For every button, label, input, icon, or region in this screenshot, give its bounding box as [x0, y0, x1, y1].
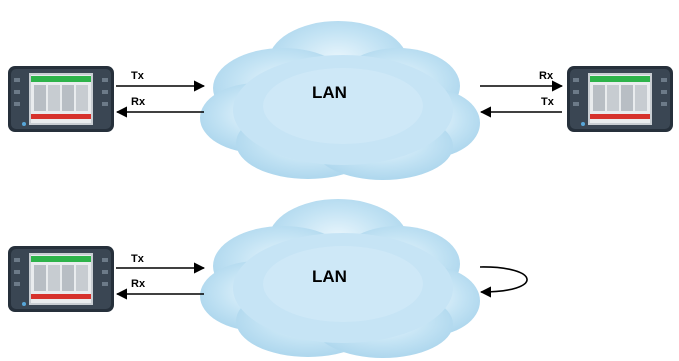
diagram-bottom: LAN Tx Rx — [8, 199, 528, 358]
rx-label-right: Rx — [539, 70, 554, 82]
rx-label-left: Rx — [131, 96, 146, 108]
cloud-label-lan: LAN — [312, 267, 347, 286]
tester-device-left — [8, 246, 114, 312]
tx-label-left: Tx — [131, 253, 145, 265]
tx-label-left: Tx — [131, 70, 145, 82]
tester-device-right — [567, 66, 673, 132]
diagram-top: LAN Tx Rx Rx Tx — [8, 21, 673, 180]
tx-label-right: Tx — [541, 96, 555, 108]
loopback-arrow — [479, 266, 528, 298]
rx-label-left: Rx — [131, 278, 146, 290]
tester-device-left — [8, 66, 114, 132]
cloud-label-lan: LAN — [312, 83, 347, 102]
